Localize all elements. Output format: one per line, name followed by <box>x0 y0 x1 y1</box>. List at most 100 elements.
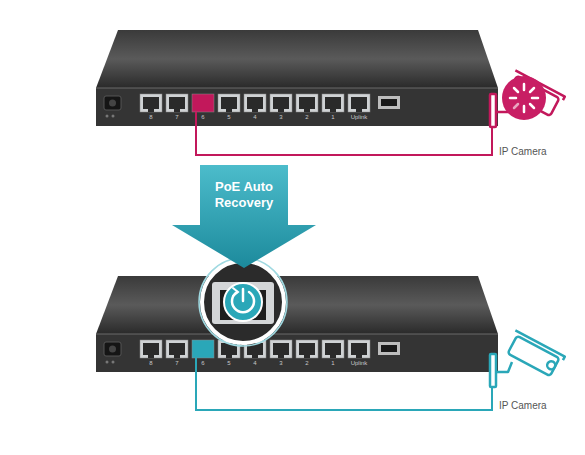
switch-part <box>112 361 115 364</box>
port-number: Uplink <box>351 114 368 121</box>
magnifier <box>199 258 287 346</box>
ethernet-port <box>322 340 344 358</box>
camera-node: IP Camera <box>470 314 570 414</box>
switch-part <box>299 97 315 109</box>
switch-part <box>112 115 115 118</box>
cable <box>196 358 492 410</box>
switch-part <box>356 355 362 358</box>
switch-part <box>96 30 498 88</box>
port-number: 8 <box>149 114 152 121</box>
port-number: Uplink <box>351 360 368 367</box>
cable <box>196 112 492 155</box>
switch-part <box>169 97 185 109</box>
switch-part <box>143 343 159 355</box>
switch-part <box>104 342 121 356</box>
port-number: 5 <box>227 114 230 121</box>
arrow-text-box: PoE Auto Recovery <box>200 179 288 211</box>
switch-part <box>247 97 263 109</box>
switch-part <box>299 343 315 355</box>
ethernet-port <box>166 94 188 112</box>
switch-part <box>351 97 367 109</box>
port-number: 1 <box>331 114 334 121</box>
sfp-port <box>378 96 400 109</box>
ethernet-port <box>348 94 370 112</box>
switch-part <box>221 97 237 109</box>
network-switch <box>96 276 498 372</box>
switch-part <box>106 115 109 118</box>
camera-icon <box>490 70 565 127</box>
switch-part <box>143 97 159 109</box>
port-number: 6 <box>201 114 204 121</box>
switch-group <box>96 30 498 372</box>
ethernet-port <box>218 94 240 112</box>
switch-part <box>109 100 116 107</box>
port-number: 5 <box>227 360 230 367</box>
ethernet-port <box>166 340 188 358</box>
ethernet-port <box>244 94 266 112</box>
ethernet-port <box>270 340 292 358</box>
arrow-fill <box>172 165 316 268</box>
camera-label: IP Camera <box>499 400 547 412</box>
switch-part <box>325 97 341 109</box>
port-number: 8 <box>149 360 152 367</box>
sfp-port <box>378 342 400 355</box>
port-number: 6 <box>201 360 204 367</box>
switch-part <box>96 276 498 334</box>
switch-part <box>278 355 284 358</box>
ethernet-port <box>192 94 214 112</box>
switch-part <box>356 109 362 112</box>
camera-icon <box>490 330 565 387</box>
switch-part <box>330 109 336 112</box>
switch-part <box>273 343 289 355</box>
ethernet-port <box>192 340 214 358</box>
switch-part <box>330 355 336 358</box>
ethernet-port <box>296 94 318 112</box>
switch-part <box>325 343 341 355</box>
switch-part <box>109 346 116 353</box>
camera-node: IP Camera <box>470 60 570 160</box>
switch-part <box>304 355 310 358</box>
switch-part <box>195 97 211 109</box>
switch-part <box>104 96 121 110</box>
switch-part <box>96 88 498 89</box>
ethernet-port <box>270 94 292 112</box>
switch-part <box>351 343 367 355</box>
switch-part <box>174 355 180 358</box>
switch-part <box>273 97 289 109</box>
switch-part <box>148 355 154 358</box>
port-number: 3 <box>279 360 282 367</box>
port-number: 2 <box>305 114 308 121</box>
arrow-shape: PoE Auto Recovery <box>172 165 316 268</box>
switch-part <box>381 345 397 352</box>
port-number: 7 <box>175 360 178 367</box>
switch-part <box>195 343 211 355</box>
switch-part <box>226 109 232 112</box>
arrow-label: PoE Auto Recovery <box>215 179 274 211</box>
port-number: 3 <box>279 114 282 121</box>
switch-part <box>148 109 154 112</box>
ethernet-port <box>140 340 162 358</box>
switch-part <box>381 99 397 106</box>
switch-part <box>304 109 310 112</box>
port-number: 4 <box>253 360 256 367</box>
port-number: 4 <box>253 114 256 121</box>
ethernet-port <box>348 340 370 358</box>
port-number: 1 <box>331 360 334 367</box>
switch-part <box>278 109 284 112</box>
switch-part <box>169 343 185 355</box>
camera-label: IP Camera <box>499 146 547 158</box>
port-number: 7 <box>175 114 178 121</box>
ethernet-port <box>322 94 344 112</box>
switch-part <box>96 88 498 126</box>
ethernet-port <box>140 94 162 112</box>
switch-part <box>252 109 258 112</box>
switch-part <box>96 334 498 335</box>
switch-part <box>96 334 498 372</box>
switch-part <box>106 361 109 364</box>
switch-part <box>226 355 232 358</box>
network-switch <box>96 30 498 126</box>
switch-part <box>252 355 258 358</box>
switch-part <box>174 109 180 112</box>
ethernet-port <box>296 340 318 358</box>
port-number: 2 <box>305 360 308 367</box>
